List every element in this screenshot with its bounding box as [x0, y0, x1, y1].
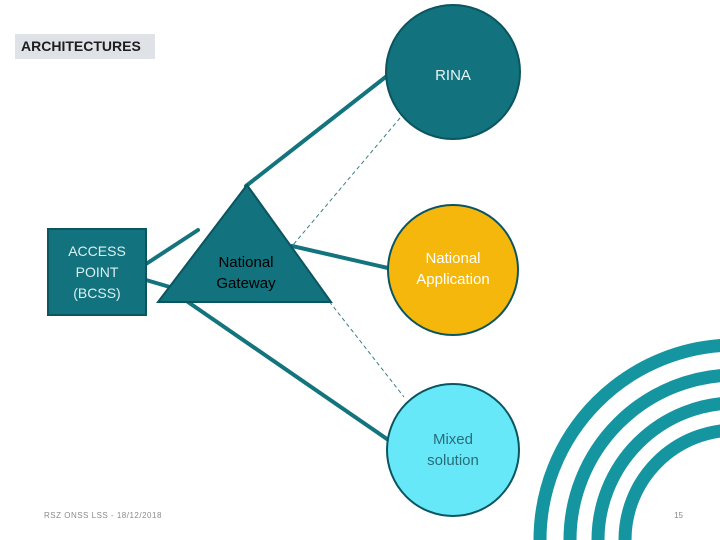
mixed-solution-line2: solution [427, 452, 479, 469]
access-point-line1: ACCESS [68, 243, 126, 259]
access-point-label: ACCESS POINT (BCSS) [48, 241, 146, 304]
rina-label: RINA [435, 67, 471, 84]
access-point-line3: (BCSS) [73, 285, 121, 301]
dashed-link-gateway-mixed [324, 295, 405, 398]
rina-circle [385, 4, 521, 140]
national-application-label: National Application [393, 248, 513, 290]
link-gateway-rina [244, 70, 394, 188]
mixed-solution-line1: Mixed [432, 431, 473, 448]
national-gateway-line2: Gateway [216, 275, 276, 292]
connectors [144, 70, 402, 450]
slide-title: ARCHITECTURES [15, 34, 155, 59]
national-application-circle [387, 204, 519, 336]
decor-arc-4 [618, 424, 720, 540]
national-gateway-label: National Gateway [196, 252, 296, 294]
national-gateway-line1: National [218, 254, 274, 271]
national-gateway-triangle [155, 183, 333, 303]
decor-arc-1 [533, 339, 720, 540]
decor-arc-3 [591, 397, 720, 540]
national-application-line1: National [425, 250, 481, 267]
mixed-solution-label: Mixed solution [403, 429, 503, 471]
link-gateway-app [290, 244, 390, 270]
access-point-line2: POINT [75, 264, 119, 280]
page-number: 15 [674, 511, 683, 520]
decorative-arcs [533, 339, 720, 540]
mixed-solution-circle [386, 383, 520, 517]
national-application-line2: Application [416, 271, 490, 288]
decor-arc-2 [563, 369, 720, 540]
access-point-box [47, 228, 147, 316]
footer-text: RSZ ONSS LSS - 18/12/2018 [44, 511, 162, 520]
link-access-gateway-top [144, 228, 200, 266]
link-gateway-mixed [186, 300, 402, 450]
